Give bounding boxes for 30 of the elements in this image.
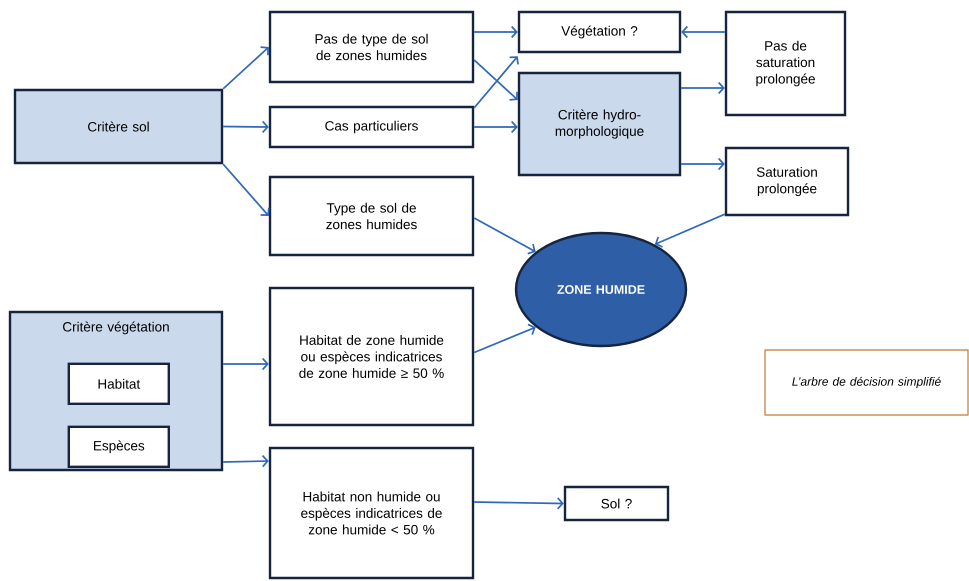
process-box: Sol ? (564, 486, 670, 522)
arrow (474, 324, 536, 354)
arrow (474, 59, 518, 101)
arrow (681, 158, 725, 170)
arrow (223, 120, 269, 134)
process-box: Pas de type de sol de zones humides (268, 10, 474, 84)
note-box: L’arbre de décision simplifié (764, 349, 969, 416)
arrow (222, 164, 270, 216)
process-box: Cas particuliers (268, 106, 474, 148)
process-box: Pas de saturation prolongée (724, 10, 846, 116)
arrow (474, 26, 518, 38)
criterion-box: Critère sol (14, 88, 224, 164)
arrow (681, 82, 725, 94)
process-box: Habitat non humide ou espèces indicatrices de zone humide < 50 % (268, 446, 474, 580)
arrow (223, 455, 269, 468)
process-box: Végétation ? (518, 10, 682, 54)
arrow (654, 213, 726, 248)
process-box: Saturation prolongée (724, 146, 850, 216)
arrow (474, 497, 564, 510)
process-box: Type de sol de zones humides (268, 176, 474, 256)
arrow (474, 120, 518, 134)
arrow (223, 358, 269, 370)
arrow (474, 56, 519, 108)
item-box: Espèces (68, 426, 170, 468)
item-box: Habitat (68, 362, 170, 405)
arrow (681, 26, 725, 38)
arrow (222, 46, 269, 90)
arrow (474, 217, 536, 254)
process-box: Habitat de zone humide ou espèces indicatrices de zone humide ≥ 50 % (268, 286, 474, 426)
criterion-box: Critère hydro-morphologique (518, 72, 682, 176)
